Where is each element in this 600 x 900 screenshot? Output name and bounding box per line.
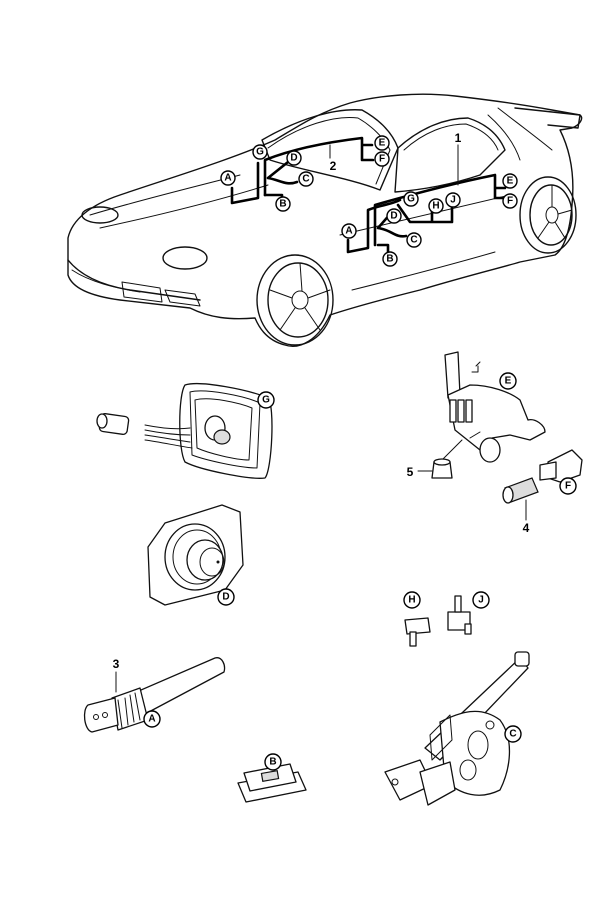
callout-H-harness1: H	[428, 198, 444, 214]
callout-G-harness1: G	[403, 191, 419, 207]
part-number-2: 2	[330, 159, 337, 173]
callout-D-speaker: D	[217, 588, 235, 606]
part-contact-pin	[83, 657, 226, 733]
door-line	[339, 194, 511, 236]
callout-J-switch: J	[472, 591, 490, 609]
callout-E-mirror-motor: E	[499, 372, 517, 390]
part-switch-j	[447, 595, 472, 635]
svg-text:A: A	[224, 173, 231, 184]
part-4-plug	[502, 477, 539, 521]
callout-A-pin: A	[143, 710, 161, 728]
svg-text:J: J	[450, 195, 456, 206]
left-headlamp	[81, 206, 119, 224]
svg-text:F: F	[507, 196, 513, 207]
front-wheel	[256, 254, 334, 346]
callout-D-harness2: D	[286, 150, 302, 166]
svg-text:H: H	[408, 595, 415, 606]
part-mirror-motor	[441, 351, 546, 463]
callout-A-harness2: A	[220, 170, 236, 186]
callout-G-harness2: G	[252, 144, 268, 160]
callout-C-harness2: C	[298, 171, 314, 187]
svg-text:G: G	[262, 395, 270, 406]
part-5-boot	[417, 458, 453, 479]
part-window-regulator	[384, 651, 530, 806]
callout-A-harness1: A	[341, 223, 357, 239]
side-window	[394, 117, 506, 193]
callout-E-harness2: E	[374, 135, 390, 151]
svg-text:E: E	[507, 176, 514, 187]
front-bumper	[67, 259, 201, 301]
svg-text:D: D	[222, 592, 229, 603]
part-switch-h	[404, 617, 431, 647]
svg-text:C: C	[410, 235, 417, 246]
svg-text:B: B	[386, 254, 393, 265]
rear-wheel	[519, 176, 577, 254]
svg-text:D: D	[290, 153, 297, 164]
svg-text:A: A	[148, 714, 155, 725]
part-plug-socket	[539, 449, 583, 483]
callout-E-harness1: E	[502, 173, 518, 189]
svg-text:D: D	[390, 211, 397, 222]
svg-text:G: G	[407, 194, 415, 205]
part-courtesy-light	[96, 383, 273, 479]
harness-2	[230, 136, 375, 205]
callout-B-lamp: B	[264, 753, 282, 771]
right-headlamp	[162, 246, 208, 270]
svg-text:H: H	[432, 201, 439, 212]
svg-text:E: E	[379, 138, 386, 149]
car-body-outline	[67, 93, 583, 347]
svg-text:F: F	[565, 481, 571, 492]
car-illustration	[67, 93, 583, 347]
svg-text:E: E	[505, 376, 512, 387]
part-number-4: 4	[523, 521, 530, 535]
part-number-1: 1	[455, 131, 462, 145]
callout-G-light: G	[257, 391, 275, 409]
callout-F-harness1: F	[502, 193, 518, 209]
part-number-5: 5	[407, 465, 414, 479]
callout-H-switch: H	[403, 591, 421, 609]
part-number-3: 3	[113, 657, 120, 671]
part-loudspeaker	[147, 504, 244, 606]
svg-text:F: F	[379, 154, 385, 165]
rear-spoiler	[514, 107, 581, 129]
svg-text:C: C	[509, 729, 516, 740]
callout-F-socket: F	[559, 477, 577, 495]
callout-D-harness1: D	[386, 208, 402, 224]
callout-C-harness1: C	[406, 232, 422, 248]
svg-text:C: C	[302, 174, 309, 185]
callout-F-harness2: F	[374, 151, 390, 167]
svg-text:A: A	[345, 226, 352, 237]
callout-C-regulator: C	[504, 725, 522, 743]
windshield	[261, 109, 399, 191]
svg-text:J: J	[478, 595, 484, 606]
callout-B-harness1: B	[382, 251, 398, 267]
callout-J-harness1: J	[445, 192, 461, 208]
callout-B-harness2: B	[275, 196, 291, 212]
svg-text:G: G	[256, 147, 264, 158]
svg-text:B: B	[269, 757, 276, 768]
svg-text:B: B	[279, 199, 286, 210]
